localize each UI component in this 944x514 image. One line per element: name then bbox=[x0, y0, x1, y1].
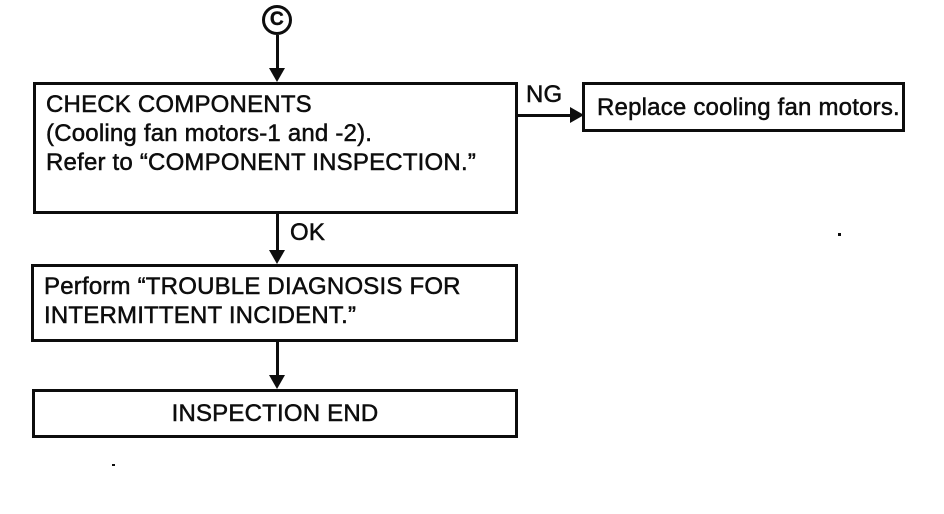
arrow-line-ok bbox=[276, 214, 279, 250]
flow-box-text-line: (Cooling fan motors-1 and -2). bbox=[46, 120, 373, 148]
scan-artifact-dot bbox=[838, 233, 841, 236]
edge-label-ok: OK bbox=[290, 219, 326, 246]
flow-box-text: INSPECTION END bbox=[171, 400, 379, 428]
flow-box-trouble-diagnosis: Perform “TROUBLE DIAGNOSIS FOR INTERMITT… bbox=[31, 264, 518, 342]
arrowhead-right-icon bbox=[570, 107, 584, 123]
scan-artifact-dot bbox=[112, 464, 115, 466]
arrow-line-ng bbox=[518, 114, 570, 117]
connector-c-label: C bbox=[270, 9, 284, 31]
connector-c: C bbox=[262, 5, 292, 35]
arrowhead-down-icon bbox=[269, 68, 285, 82]
arrowhead-down-icon bbox=[269, 375, 285, 389]
flow-box-text: Replace cooling fan motors. bbox=[597, 93, 900, 121]
arrowhead-down-icon bbox=[269, 250, 285, 264]
arrow-line-to-end bbox=[276, 342, 279, 375]
flow-box-text-line: Perform “TROUBLE DIAGNOSIS FOR bbox=[44, 273, 461, 301]
flow-box-text-line: INTERMITTENT INCIDENT.” bbox=[44, 302, 357, 330]
flow-box-inspection-end: INSPECTION END bbox=[32, 389, 518, 438]
arrow-line-c-to-check bbox=[276, 35, 279, 68]
flow-box-replace-motors: Replace cooling fan motors. bbox=[582, 82, 905, 132]
flow-box-check-components: CHECK COMPONENTS (Cooling fan motors-1 a… bbox=[33, 82, 518, 214]
edge-label-ng: NG bbox=[526, 81, 563, 108]
flow-box-text-line: Refer to “COMPONENT INSPECTION.” bbox=[46, 149, 477, 177]
flow-box-text-line: CHECK COMPONENTS bbox=[46, 91, 312, 119]
